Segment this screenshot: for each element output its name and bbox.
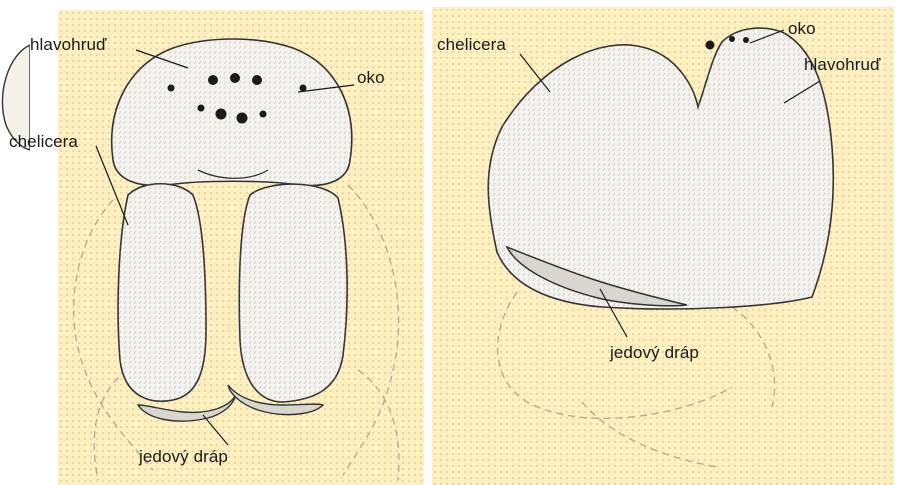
previous-figure-fragment: [0, 0, 30, 180]
front-label-eye: oko: [357, 69, 385, 86]
side-label-eye: oko: [788, 20, 816, 37]
leader-drap-front: [203, 415, 228, 445]
side-label-venom-claw: jedový dráp: [610, 344, 699, 361]
front-label-venom-claw: jedový dráp: [139, 448, 228, 465]
side-label-chelicera: chelicera: [437, 36, 506, 53]
side-view-illustration: [432, 7, 894, 485]
side-label-cephalothorax: hlavohruď: [804, 56, 881, 73]
front-label-chelicera: chelicera: [9, 133, 78, 150]
side-view-panel: [432, 7, 894, 485]
front-label-cephalothorax: hlavohruď: [30, 36, 107, 53]
